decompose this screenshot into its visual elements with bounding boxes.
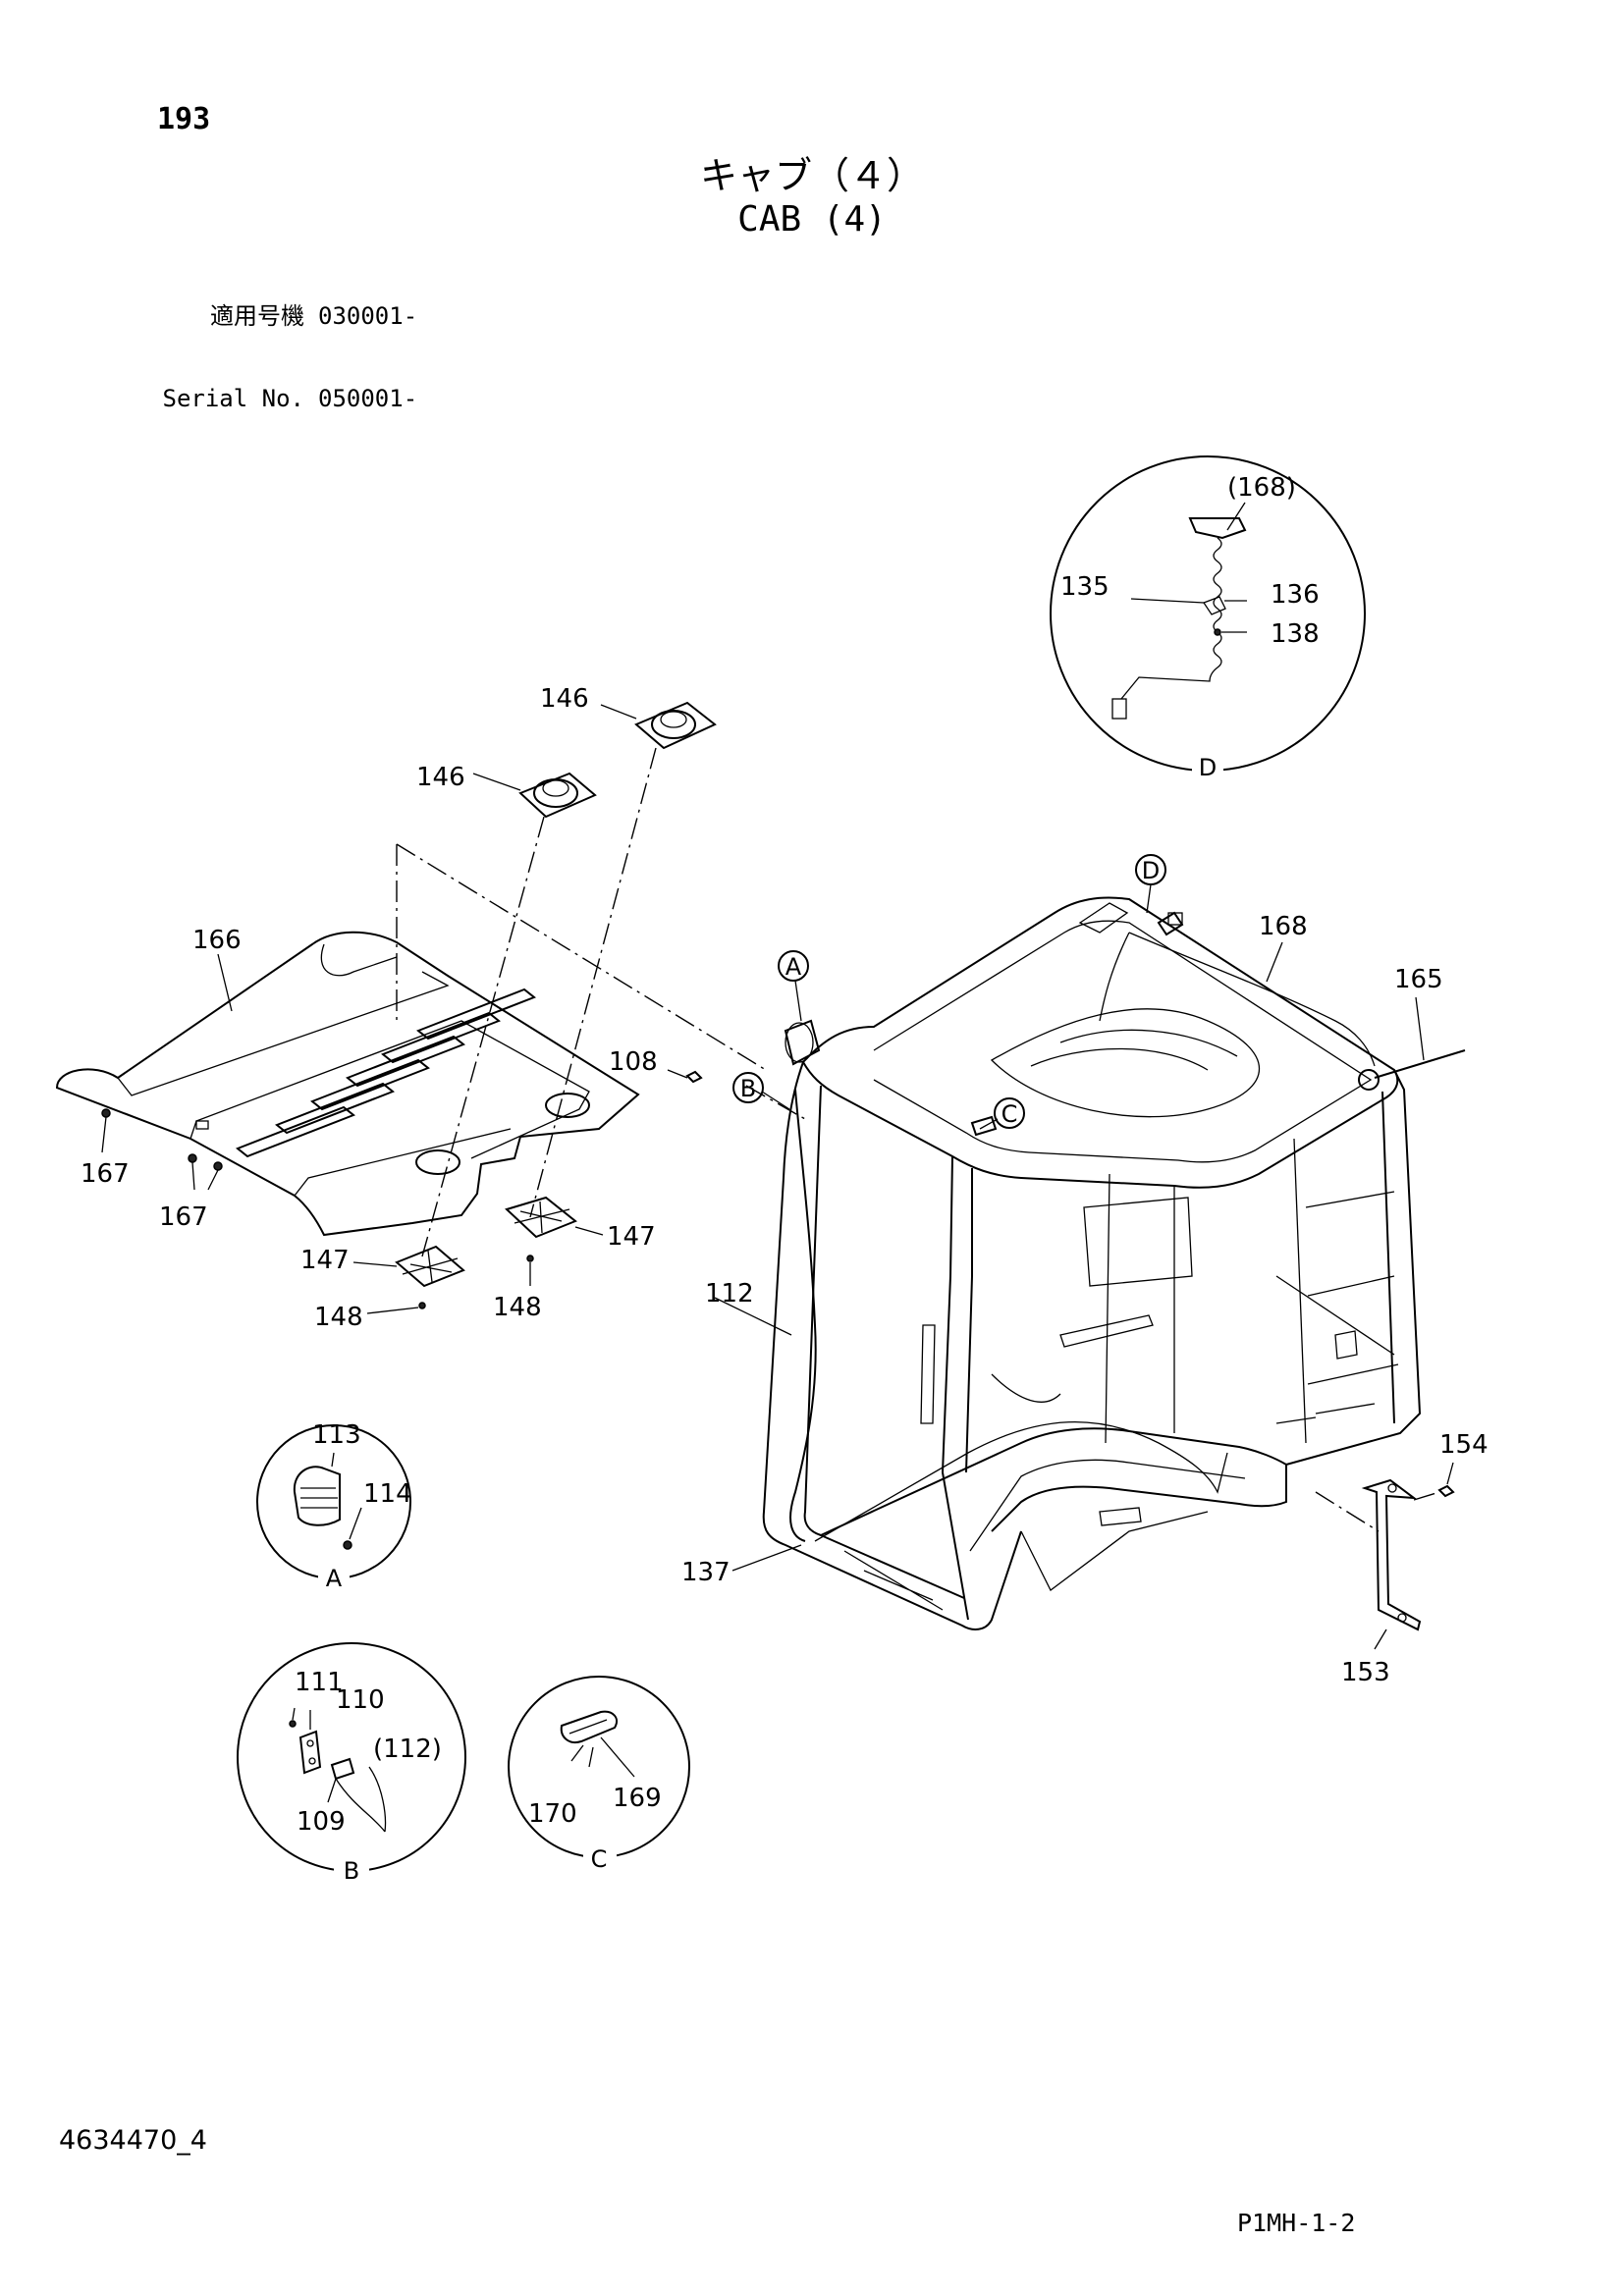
cab-roof-outline bbox=[801, 896, 1399, 1189]
callout-168: 168 bbox=[1259, 912, 1308, 941]
detail-d: (168) 135 136 138 D bbox=[1050, 455, 1366, 781]
callout-136: 136 bbox=[1271, 580, 1320, 610]
callout-146-lower: 146 bbox=[416, 763, 465, 792]
antenna-rod bbox=[1374, 1049, 1466, 1079]
callout-147-left: 147 bbox=[300, 1246, 350, 1275]
callout-114: 114 bbox=[363, 1479, 412, 1509]
screw-108: 108 bbox=[609, 1047, 703, 1084]
roof-panel-outline bbox=[55, 931, 640, 1237]
screw-154 bbox=[1437, 1484, 1455, 1498]
callout-167-lower: 167 bbox=[159, 1202, 208, 1232]
serial-block: 適用号機 030001- Serial No. 050001- bbox=[157, 247, 418, 440]
clip-shape bbox=[1203, 596, 1226, 615]
detail-b: 111 110 (112) 109 B bbox=[237, 1642, 466, 1885]
detail-a: 113 114 A bbox=[256, 1420, 412, 1592]
serial-row-jp: 適用号機 030001- bbox=[157, 302, 417, 330]
screw-167-a bbox=[101, 1108, 111, 1118]
coiled-cord-shape bbox=[1120, 537, 1222, 700]
callout-108: 108 bbox=[609, 1047, 658, 1077]
serial-row-en: Serial No. 050001- bbox=[157, 385, 418, 412]
sheet-code: P1MH-1-2 bbox=[1237, 2209, 1356, 2237]
detail-d-label: D bbox=[1199, 754, 1217, 781]
callout-169: 169 bbox=[613, 1784, 662, 1813]
grilles-147: 147 147 148 148 bbox=[300, 1196, 656, 1332]
callout-165: 165 bbox=[1394, 965, 1443, 994]
callout-170: 170 bbox=[528, 1799, 577, 1829]
callout-138: 138 bbox=[1271, 619, 1320, 649]
serial-jp-label: 適用号機 bbox=[210, 302, 304, 330]
detail-c-circle bbox=[508, 1676, 690, 1858]
marker-d: D bbox=[1142, 857, 1160, 884]
roof-panel-166: 166 167 167 bbox=[55, 926, 640, 1237]
speaker-group: 146 146 bbox=[396, 684, 806, 1257]
page-number: 193 bbox=[157, 102, 211, 136]
callout-154: 154 bbox=[1439, 1430, 1489, 1460]
roof-harness-168: 168 165 bbox=[1099, 912, 1466, 1091]
serial-en-value: 050001- bbox=[318, 385, 418, 412]
title-english: CAB (4) bbox=[737, 199, 887, 240]
switch-bracket-shape bbox=[1188, 517, 1247, 540]
speaker-146-upper bbox=[634, 701, 717, 750]
document-number: 4634470_4 bbox=[59, 2125, 207, 2156]
speaker-hole-left bbox=[415, 1149, 460, 1175]
callout-148-left: 148 bbox=[314, 1303, 363, 1332]
callout-137: 137 bbox=[681, 1558, 731, 1587]
detail-d-circle bbox=[1050, 455, 1366, 772]
speaker-146-lower bbox=[518, 772, 597, 819]
harness-cable bbox=[789, 1089, 817, 1542]
callout-113: 113 bbox=[312, 1420, 361, 1450]
grille-147-left bbox=[395, 1245, 465, 1288]
detail-a-label: A bbox=[326, 1565, 343, 1592]
screw-167-b bbox=[188, 1153, 197, 1163]
serial-jp-value: 030001- bbox=[318, 302, 418, 330]
callout-135: 135 bbox=[1060, 572, 1110, 602]
callout-168-ref: (168) bbox=[1227, 473, 1296, 503]
callout-111: 111 bbox=[295, 1668, 344, 1697]
cord-connector-shape bbox=[1111, 698, 1127, 720]
cab-frame bbox=[762, 896, 1422, 1630]
callout-109: 109 bbox=[297, 1807, 346, 1837]
detail-c-label: C bbox=[591, 1845, 608, 1873]
callout-166: 166 bbox=[192, 926, 242, 955]
callout-110: 110 bbox=[336, 1685, 385, 1715]
work-lamp-113 bbox=[784, 1019, 821, 1066]
callout-146-upper: 146 bbox=[540, 684, 589, 714]
speaker-hole-right bbox=[545, 1093, 590, 1118]
detail-markers: A B C D bbox=[732, 854, 1166, 1137]
detail-c: 170 169 C bbox=[508, 1676, 690, 1873]
antenna-base bbox=[1358, 1069, 1380, 1091]
screw-dot bbox=[1214, 628, 1221, 636]
detail-b-label: B bbox=[344, 1857, 359, 1885]
marker-b: B bbox=[740, 1075, 756, 1102]
marker-c: C bbox=[1001, 1100, 1018, 1128]
screw-167-c bbox=[213, 1161, 223, 1171]
callout-112: 112 bbox=[705, 1279, 754, 1308]
callout-148-right: 148 bbox=[493, 1293, 542, 1322]
title-japanese: キャブ（４） bbox=[699, 154, 924, 197]
marker-a: A bbox=[785, 953, 802, 981]
callout-147-right: 147 bbox=[607, 1222, 656, 1252]
callout-167-left: 167 bbox=[81, 1159, 130, 1189]
harness-112: 112 137 bbox=[681, 1089, 1228, 1587]
callout-112-ref: (112) bbox=[373, 1735, 442, 1764]
serial-en-label: Serial No. bbox=[162, 385, 305, 412]
grille-147-right bbox=[505, 1196, 577, 1239]
bracket-153: 154 153 bbox=[1315, 1430, 1489, 1687]
callout-153: 153 bbox=[1341, 1658, 1390, 1687]
